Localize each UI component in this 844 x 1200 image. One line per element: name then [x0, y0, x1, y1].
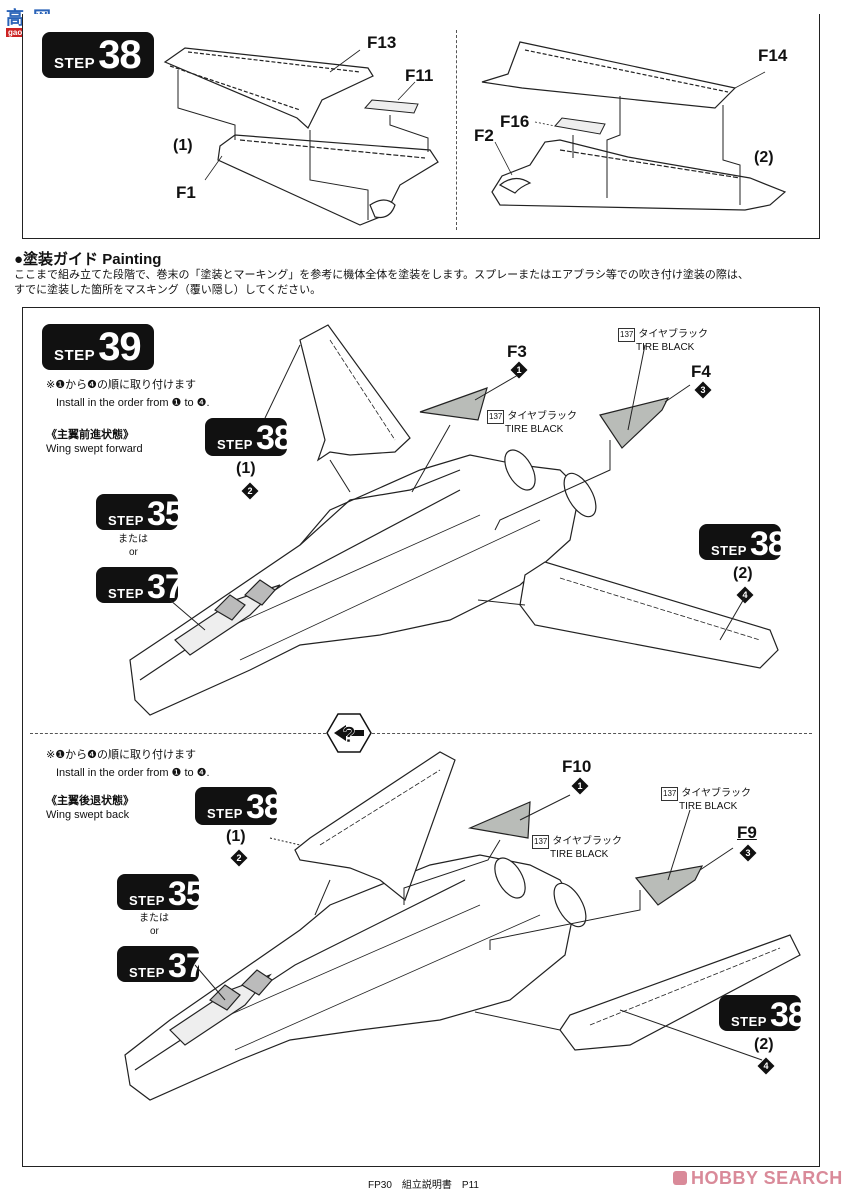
painting-guide-text-2: すでに塗装した箇所をマスキング（覆い隠し）してください。 [14, 284, 322, 296]
or-en-forward: or [129, 547, 138, 558]
step38-ref-back-right: STEP 38 [719, 995, 807, 1034]
assembly-arrows-right [572, 96, 741, 205]
part-label-f10: F10 [562, 757, 592, 776]
wing-f1-drawing [217, 134, 439, 226]
assembly-label-1: (1) [173, 137, 193, 154]
choice-question-mark: ? [342, 722, 355, 747]
assembly-label-2: (2) [754, 149, 774, 166]
step35-ref-forward: STEP 35 [96, 494, 184, 533]
choice-hexagon-icon: ? [326, 713, 372, 753]
assembly-arrows-left [177, 70, 429, 220]
aircraft-forward-drawing [129, 324, 779, 716]
order-instruction-en-back: Install in the order from ❶ to ❹. [56, 767, 210, 779]
choice-divider-right [372, 733, 812, 734]
panel-divider [456, 30, 457, 230]
or-jp-forward: または [118, 534, 148, 545]
part-f10-shape [467, 801, 531, 839]
painting-guide-heading: ●塗装ガイド Painting [14, 251, 162, 268]
step39-panel [22, 307, 820, 1167]
hobby-search-logo: HOBBY SEARCH [673, 1168, 843, 1189]
part-f4-shape [599, 397, 670, 449]
part-label-f11: F11 [405, 66, 434, 85]
leader-lines-forward [169, 344, 746, 641]
or-jp-back: または [139, 913, 169, 924]
ref-sub-2-forward: (2) [733, 565, 753, 582]
hobby-search-icon [673, 1171, 687, 1185]
aircraft-back-drawing [124, 751, 801, 1101]
part-f9-shape [634, 865, 704, 906]
wing-forward-title-en: Wing swept forward [46, 443, 143, 455]
part-label-f3: F3 [507, 342, 527, 361]
part-label-f2: F2 [474, 126, 494, 145]
choice-divider-left [30, 733, 326, 734]
page-footer: FP30 組立説明書 P11 [368, 1180, 479, 1191]
part-label-f4: F4 [691, 362, 711, 381]
part-label-f13: F13 [367, 33, 397, 52]
ref-sub-1-back: (1) [226, 828, 246, 845]
part-f11-drawing [363, 99, 419, 114]
ref-sub-2-back: (2) [754, 1036, 774, 1053]
part-label-f14: F14 [758, 46, 788, 65]
step37-ref-back: STEP 37 [117, 946, 205, 985]
step38-badge: STEP 38 [42, 32, 154, 78]
step39-badge: STEP 39 [42, 324, 154, 370]
order-instruction-en-forward: Install in the order from ❶ to ❹. [56, 397, 210, 409]
leader-lines-top [204, 49, 766, 181]
painting-guide-text-1: ここまで組み立てた段階で、巻末の「塗装とマーキング」を参考に機体全体を塗装をしま… [14, 269, 749, 281]
order-instruction-jp-forward: ※❶から❹の順に取り付けます [46, 379, 196, 391]
step38-ref-forward-right: STEP 38 [699, 524, 787, 563]
part-label-f16: F16 [500, 112, 530, 131]
step37-ref-forward: STEP 37 [96, 567, 184, 606]
part-f3-shape [419, 387, 488, 421]
step35-ref-back: STEP 35 [117, 874, 205, 913]
step38-ref-back-left: STEP 38 [195, 787, 283, 826]
part-label-f1: F1 [176, 183, 196, 202]
step38-ref-forward-left: STEP 38 [205, 418, 293, 457]
wing-f13-drawing [163, 47, 374, 129]
or-en-back: or [150, 926, 159, 937]
wing-back-title-en: Wing swept back [46, 809, 130, 821]
wing-forward-title-jp: 《主翼前進状態》 [46, 429, 134, 441]
leader-lines-back [194, 794, 763, 1061]
wing-back-title-jp: 《主翼後退状態》 [46, 795, 134, 807]
part-f16-drawing [554, 117, 606, 135]
order-instruction-jp-back: ※❶から❹の順に取り付けます [46, 749, 196, 761]
part-label-f9: F9 [737, 823, 757, 842]
wing-f2-drawing [491, 139, 787, 211]
ref-sub-1-forward: (1) [236, 460, 256, 477]
